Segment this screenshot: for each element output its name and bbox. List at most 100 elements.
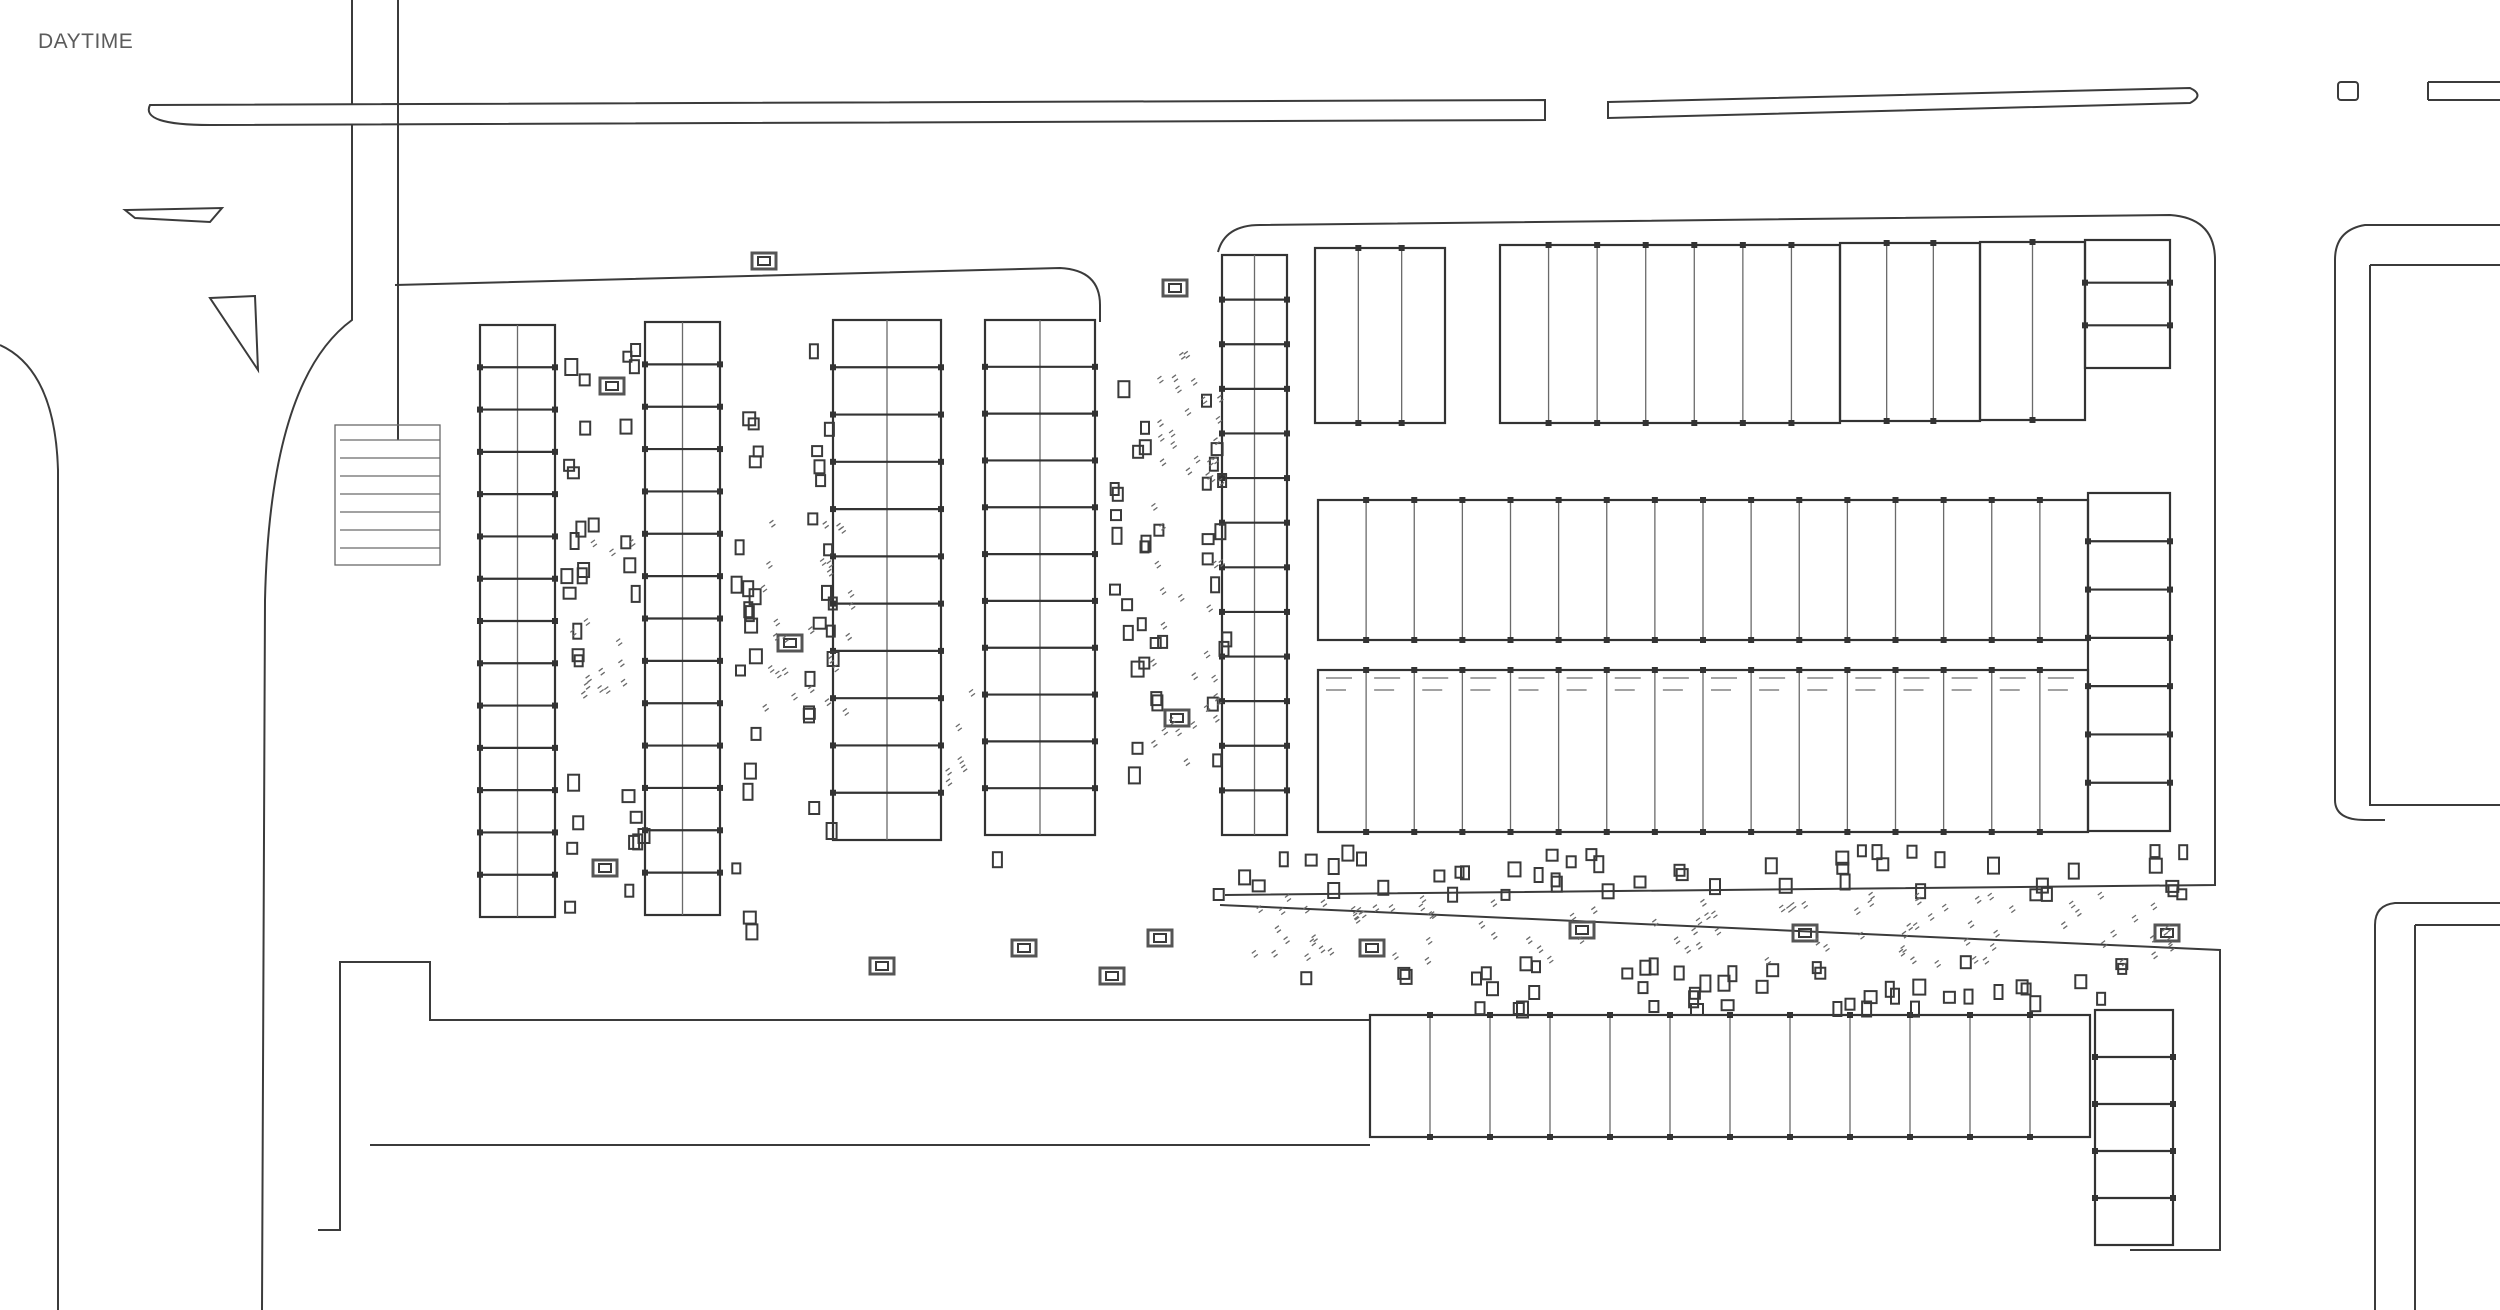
person-mark [1967, 920, 1975, 929]
person-mark [598, 667, 606, 676]
vendor-table [742, 411, 757, 427]
person-mark [1901, 930, 1909, 939]
vendor-table [623, 557, 637, 574]
person-mark [769, 519, 776, 528]
person-mark [1525, 936, 1533, 945]
vendor-table [1673, 863, 1686, 877]
person-mark [1151, 739, 1158, 748]
vendor-table [748, 588, 762, 606]
vendor-table [1327, 858, 1340, 875]
people-marks [569, 350, 2175, 968]
vendor-table [1397, 966, 1411, 980]
person-mark [1154, 560, 1162, 569]
person-mark [1159, 522, 1166, 531]
person-mark [773, 618, 781, 627]
kiosk [1358, 938, 1386, 958]
vendor-table [1593, 855, 1605, 874]
vendor-table [560, 568, 574, 585]
vendor-table [808, 343, 819, 360]
vendor-table [1214, 523, 1227, 541]
vendor-table [823, 543, 834, 557]
vendor-table [1132, 444, 1145, 459]
person-mark [1206, 604, 1214, 613]
person-mark [1151, 502, 1158, 511]
person-mark [1350, 905, 1358, 914]
person-mark [1577, 936, 1585, 945]
vendor-table [1835, 850, 1850, 866]
person-mark [1203, 704, 1211, 713]
person-mark [1536, 945, 1544, 954]
person-mark [1813, 937, 1821, 946]
vendor-table [1690, 1003, 1704, 1016]
vendor-table [1341, 844, 1355, 862]
person-mark [1778, 904, 1786, 913]
person-mark [1789, 901, 1797, 910]
vendor-table [1993, 984, 2004, 1000]
vendor-table [1130, 660, 1145, 678]
person-mark [609, 548, 616, 557]
person-mark [1424, 956, 1432, 965]
person-mark [1208, 474, 1216, 483]
vendor-table [1111, 486, 1124, 502]
person-mark [1170, 440, 1178, 450]
person-mark [1215, 415, 1223, 424]
person-mark [618, 659, 625, 668]
market-hall [1838, 240, 1982, 424]
person-mark [1569, 912, 1577, 921]
vendor-table [2178, 844, 2189, 861]
person-mark [1309, 938, 1317, 947]
vendor-table [620, 535, 632, 550]
vendor-table [1217, 473, 1228, 488]
person-mark [826, 560, 834, 569]
vendor-table [566, 841, 579, 855]
vendor-table [1480, 966, 1492, 981]
market-boundary [394, 213, 2221, 1251]
person-mark [842, 707, 850, 717]
kiosk [1161, 278, 1189, 298]
vendor-table [2149, 844, 2161, 859]
person-mark [590, 539, 598, 548]
person-mark [1989, 942, 1997, 952]
person-mark [1157, 433, 1165, 442]
person-mark [2150, 902, 2158, 911]
person-mark [1160, 621, 1168, 630]
person-mark [1963, 937, 1971, 946]
person-mark [1854, 907, 1861, 916]
person-mark [1673, 936, 1681, 945]
vendor-table [1221, 631, 1233, 648]
vendor-table [1755, 979, 1769, 994]
person-mark [1185, 467, 1193, 476]
person-mark [1359, 910, 1367, 919]
person-mark [2100, 940, 2108, 949]
person-mark [1691, 927, 1698, 936]
person-mark [767, 664, 775, 674]
person-mark [824, 698, 832, 707]
person-mark [1388, 903, 1396, 913]
person-mark [1801, 900, 1809, 909]
vendor-table [1519, 956, 1533, 972]
kiosk [750, 251, 778, 271]
person-mark [1898, 948, 1906, 957]
vendor-table [730, 575, 743, 594]
vendor-table [1764, 857, 1778, 875]
person-mark [2166, 937, 2173, 946]
vendor-table [1910, 1000, 1920, 1018]
vendor-table [1471, 971, 1482, 986]
vendor-table [1140, 534, 1152, 553]
vendor-table [1110, 509, 1122, 522]
vendor-table [1278, 851, 1289, 868]
person-mark [1941, 903, 1949, 912]
person-mark [781, 667, 789, 676]
person-mark [945, 778, 953, 787]
person-mark [1478, 920, 1486, 929]
vendor-table [567, 773, 581, 792]
person-mark [968, 688, 976, 697]
vendor-table [1876, 857, 1890, 872]
person-mark [1906, 922, 1914, 931]
person-mark [827, 655, 835, 664]
vendor-table [572, 622, 583, 640]
person-mark [1184, 407, 1192, 417]
vendor-table [619, 418, 633, 435]
vendor-table [575, 520, 587, 538]
stall-row [642, 320, 723, 917]
